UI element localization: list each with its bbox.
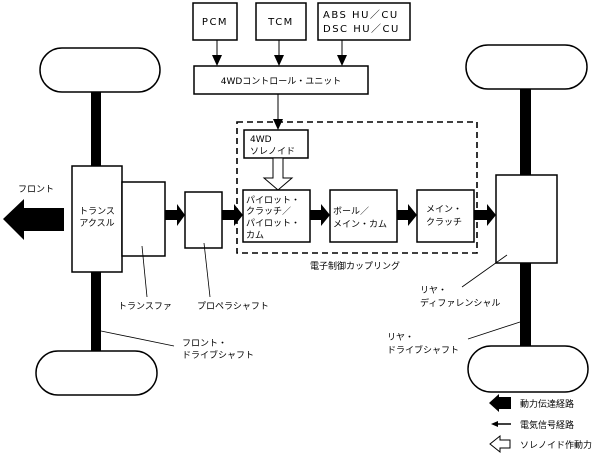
ball-to-main-arrow [397, 204, 417, 226]
rear-top-wheel [465, 44, 588, 90]
rear-differential-label-1: リヤ・ [420, 286, 447, 296]
solenoid-label-1: 4WD [250, 135, 272, 145]
control-unit-box [193, 65, 369, 95]
transaxle-label-2: アクスル [79, 218, 114, 229]
tcm-signal-arrowhead [274, 55, 284, 66]
front-direction-arrow-icon [3, 199, 64, 240]
pilot-clutch-label-4: カム [246, 230, 264, 241]
main-clutch-label-1: メイン・ [426, 205, 462, 215]
front-top-axle [91, 92, 101, 166]
tcm-label: TCM [267, 17, 294, 28]
legend-label-power: 動力伝達経路 [520, 398, 574, 410]
coupling-label: 電子制御カップリング [310, 260, 400, 272]
electric-signal-arrow-icon [491, 421, 498, 427]
front-drive-shaft-label-2: ドライブシャフト [182, 349, 254, 361]
legend: 動力伝達経路 電気信号経路 ソレノイド作動力 [489, 394, 592, 454]
rear-drive-shaft-label-2: ドライブシャフト [387, 344, 459, 356]
tcm-box [255, 2, 307, 41]
propeller-shaft-box [184, 191, 223, 249]
solenoid-force-arrow-icon [262, 157, 294, 191]
transaxle-label-1: トランス [79, 206, 115, 217]
pilot-clutch-label-2: クラッチ／ [246, 206, 291, 217]
front-label: フロント [18, 185, 54, 195]
front-drive-shaft-leader [100, 330, 175, 347]
legend-label-solenoid: ソレノイド作動力 [520, 439, 592, 451]
rear-differential-label-2: ディファレンシャル [420, 297, 500, 309]
transfer-box [121, 181, 166, 257]
pcm-label: PCM [202, 17, 228, 28]
ball-cam-label-1: ボール／ [333, 206, 369, 217]
pilot-clutch-label-3: パイロット・ [246, 218, 300, 229]
propeller-shaft-label: プロペラシャフト [197, 301, 269, 312]
abs-label: ABS HU／CU [323, 9, 399, 21]
solenoid-force-arrow-icon-legend [489, 434, 511, 454]
ball-cam-label-2: メイン・カム [333, 219, 387, 230]
signal-arrows [212, 40, 347, 130]
rear-wheel-assembly [465, 44, 589, 393]
main-clutch-label-2: クラッチ [426, 217, 462, 228]
solenoid-label-2: ソレノイド [250, 147, 295, 157]
transfer-label: トランスファ [118, 301, 172, 312]
rear-bottom-wheel [467, 345, 589, 393]
propeller-to-pilot-arrow [222, 204, 243, 226]
front-left-wheel-assembly [35, 47, 161, 396]
power-transmission-arrow-icon [489, 394, 511, 412]
control-signal-arrowhead [273, 119, 283, 130]
front-top-wheel [39, 47, 161, 93]
rear-drive-shaft-label-1: リヤ・ [387, 333, 414, 343]
pcm-box [192, 2, 238, 41]
propeller-leader [203, 242, 211, 298]
legend-label-signal: 電気信号経路 [520, 419, 574, 431]
rear-bottom-axle [520, 263, 531, 346]
solenoid-box [243, 129, 309, 159]
rear-drive-shaft-leader [467, 321, 521, 340]
transfer-leader [141, 245, 148, 298]
coupling-boundary [236, 121, 478, 254]
dsc-label: DSC HU／CU [323, 23, 400, 35]
power-flow-arrows [3, 199, 496, 240]
pilot-to-ball-arrow [310, 204, 330, 226]
rear-differential-box [495, 174, 558, 264]
main-to-differential-arrow [474, 204, 496, 226]
rear-differential-leader [461, 254, 508, 288]
control-unit-label: 4WDコントロール・ユニット [221, 77, 342, 87]
front-bottom-wheel [35, 350, 158, 396]
pilot-clutch-label-1: パイロット・ [246, 195, 300, 206]
transfer-to-propeller-arrow [165, 204, 185, 226]
rear-top-axle [520, 89, 531, 175]
ball-cam-box [329, 189, 398, 243]
abs-dsc-box [317, 2, 411, 41]
main-clutch-box [416, 189, 475, 243]
abs-signal-arrowhead [337, 55, 347, 66]
front-drive-shaft-label-1: フロント・ [182, 339, 227, 349]
front-bottom-axle [91, 272, 101, 351]
pcm-signal-arrowhead [212, 55, 222, 66]
